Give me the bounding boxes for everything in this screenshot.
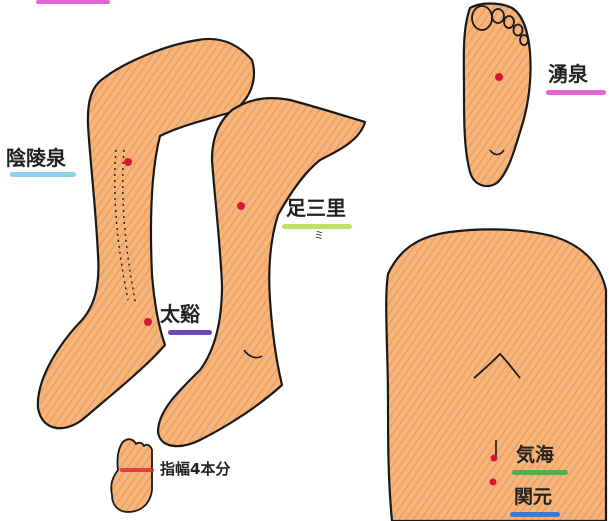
taixi-label: 太谿	[160, 304, 200, 324]
qihai-underline	[512, 470, 568, 475]
qihai-point	[491, 455, 498, 462]
zusanli-point	[237, 202, 245, 210]
yongquan-underline	[546, 90, 606, 95]
finger-width-marker	[120, 468, 154, 472]
zusanli-label: 足三里	[286, 198, 346, 218]
taixi-point	[144, 318, 152, 326]
taixi-underline	[168, 330, 212, 335]
right-leg	[158, 98, 365, 446]
torso	[386, 229, 606, 521]
hand	[111, 439, 152, 512]
finger-width-label: 指幅4本分	[160, 462, 230, 477]
foot-sole	[464, 4, 531, 187]
top-marker-stroke	[36, 0, 110, 4]
qihai-label: 気海	[516, 446, 554, 465]
guanyuan-label: 関元	[514, 488, 552, 507]
yinlingquan-label: 陰陵泉	[6, 148, 66, 168]
guanyuan-point	[490, 479, 497, 486]
zusanli-underline	[282, 224, 352, 229]
guanyuan-underline	[510, 512, 560, 517]
yongquan-point	[495, 73, 503, 81]
yongquan-label: 湧泉	[548, 64, 588, 84]
yinlingquan-point	[124, 158, 132, 166]
yinlingquan-underline	[10, 172, 76, 177]
small-mark: ミ	[314, 232, 324, 242]
